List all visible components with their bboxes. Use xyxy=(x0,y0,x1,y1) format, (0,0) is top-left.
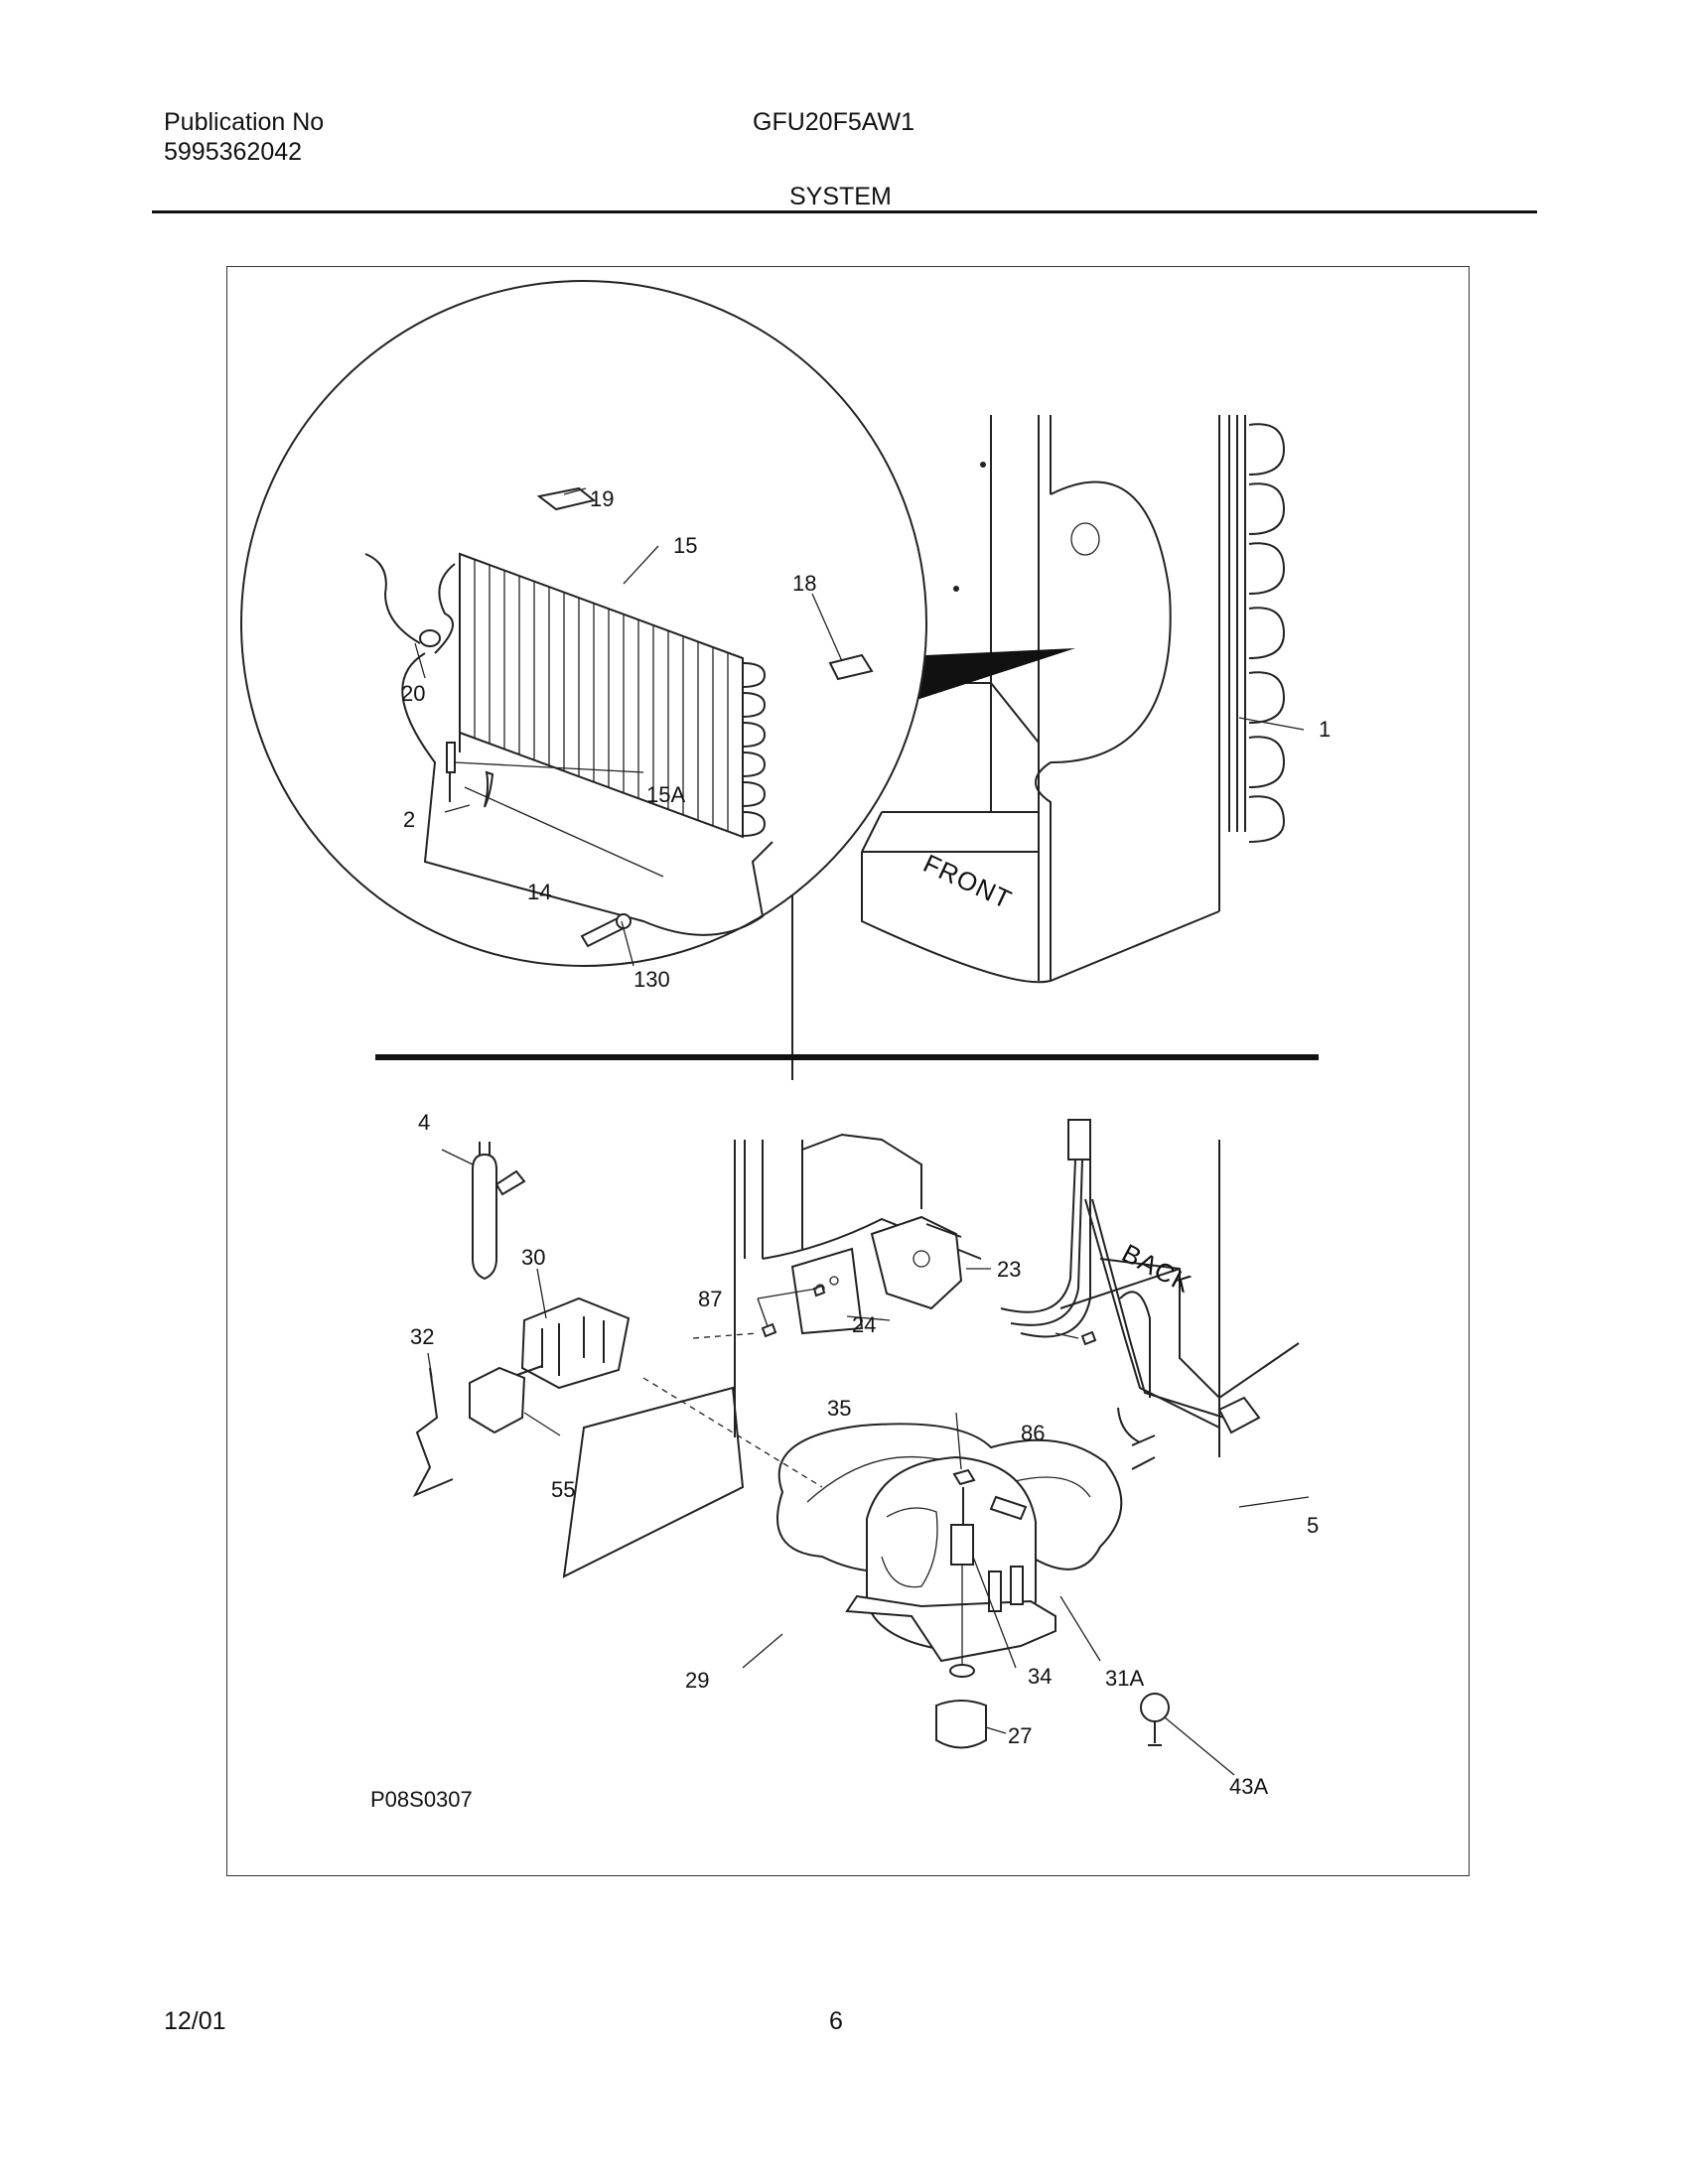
evaporator-fins xyxy=(459,552,767,839)
part-27-foot xyxy=(935,1700,987,1749)
part-24-bracket xyxy=(790,1247,864,1335)
callout-35: 35 xyxy=(827,1396,851,1421)
publication-label: Publication No xyxy=(164,108,325,136)
callout-130: 130 xyxy=(633,967,670,992)
callout-20: 20 xyxy=(401,681,425,706)
page-number: 6 xyxy=(829,2007,843,2035)
header-rule xyxy=(152,210,1537,213)
part-86-screw xyxy=(1080,1330,1097,1346)
evaporator-inset xyxy=(240,280,927,967)
wire-harness xyxy=(1000,1119,1261,1470)
part-43A-clamp xyxy=(1140,1693,1170,1746)
callout-27: 27 xyxy=(1008,1723,1032,1748)
callout-labels: 19 15 18 20 15A 2 14 130 1 4 30 87 23 24… xyxy=(401,486,1331,1799)
leader-lines xyxy=(414,487,1310,1776)
part-35-bolt xyxy=(952,1468,976,1527)
publication-number: 5995362042 xyxy=(164,138,303,166)
callout-32: 32 xyxy=(410,1324,434,1349)
footer-date: 12/01 xyxy=(164,2007,226,2035)
figure-code: P08S0307 xyxy=(370,1787,473,1812)
callout-34: 34 xyxy=(1028,1664,1052,1689)
callout-19: 19 xyxy=(590,486,614,511)
part-18-block xyxy=(828,653,874,681)
dashed-guide xyxy=(642,1332,823,1488)
callout-18: 18 xyxy=(792,571,816,596)
callout-14: 14 xyxy=(527,880,551,904)
exploded-parts-diagram: 19 15 18 20 15A 2 14 130 1 4 30 87 23 24… xyxy=(240,280,1331,1812)
section-title: SYSTEM xyxy=(789,183,892,210)
model-number: GFU20F5AW1 xyxy=(753,108,915,136)
diagram-frame xyxy=(226,266,1470,1876)
callout-31A: 31A xyxy=(1105,1666,1144,1691)
machine-compartment-outline xyxy=(562,1133,1300,1578)
part-23-defrost-timer xyxy=(870,1215,963,1310)
callout-24: 24 xyxy=(852,1312,876,1337)
front-label: FRONT xyxy=(918,848,1016,914)
callout-55: 55 xyxy=(551,1477,575,1502)
part-32-wire xyxy=(412,1367,454,1498)
callout-23: 23 xyxy=(997,1257,1021,1282)
part-30-relay xyxy=(513,1297,631,1390)
callout-2: 2 xyxy=(403,807,415,832)
back-label: BACK xyxy=(1117,1238,1196,1299)
condenser-coil xyxy=(1228,415,1286,843)
part-19-block xyxy=(536,486,597,511)
callout-29: 29 xyxy=(685,1668,709,1693)
part-4-drier xyxy=(472,1142,526,1281)
callout-15A: 15A xyxy=(646,782,685,807)
callout-15: 15 xyxy=(673,533,697,558)
callout-30: 30 xyxy=(521,1245,545,1270)
part-34-grommet xyxy=(949,1524,975,1678)
callout-86: 86 xyxy=(1021,1421,1045,1445)
callout-43A: 43A xyxy=(1229,1774,1268,1799)
callout-1: 1 xyxy=(1319,717,1331,742)
callout-87: 87 xyxy=(698,1287,722,1311)
part-55-capacitor xyxy=(469,1366,526,1434)
callout-5: 5 xyxy=(1307,1513,1319,1538)
callout-4: 4 xyxy=(418,1110,430,1135)
